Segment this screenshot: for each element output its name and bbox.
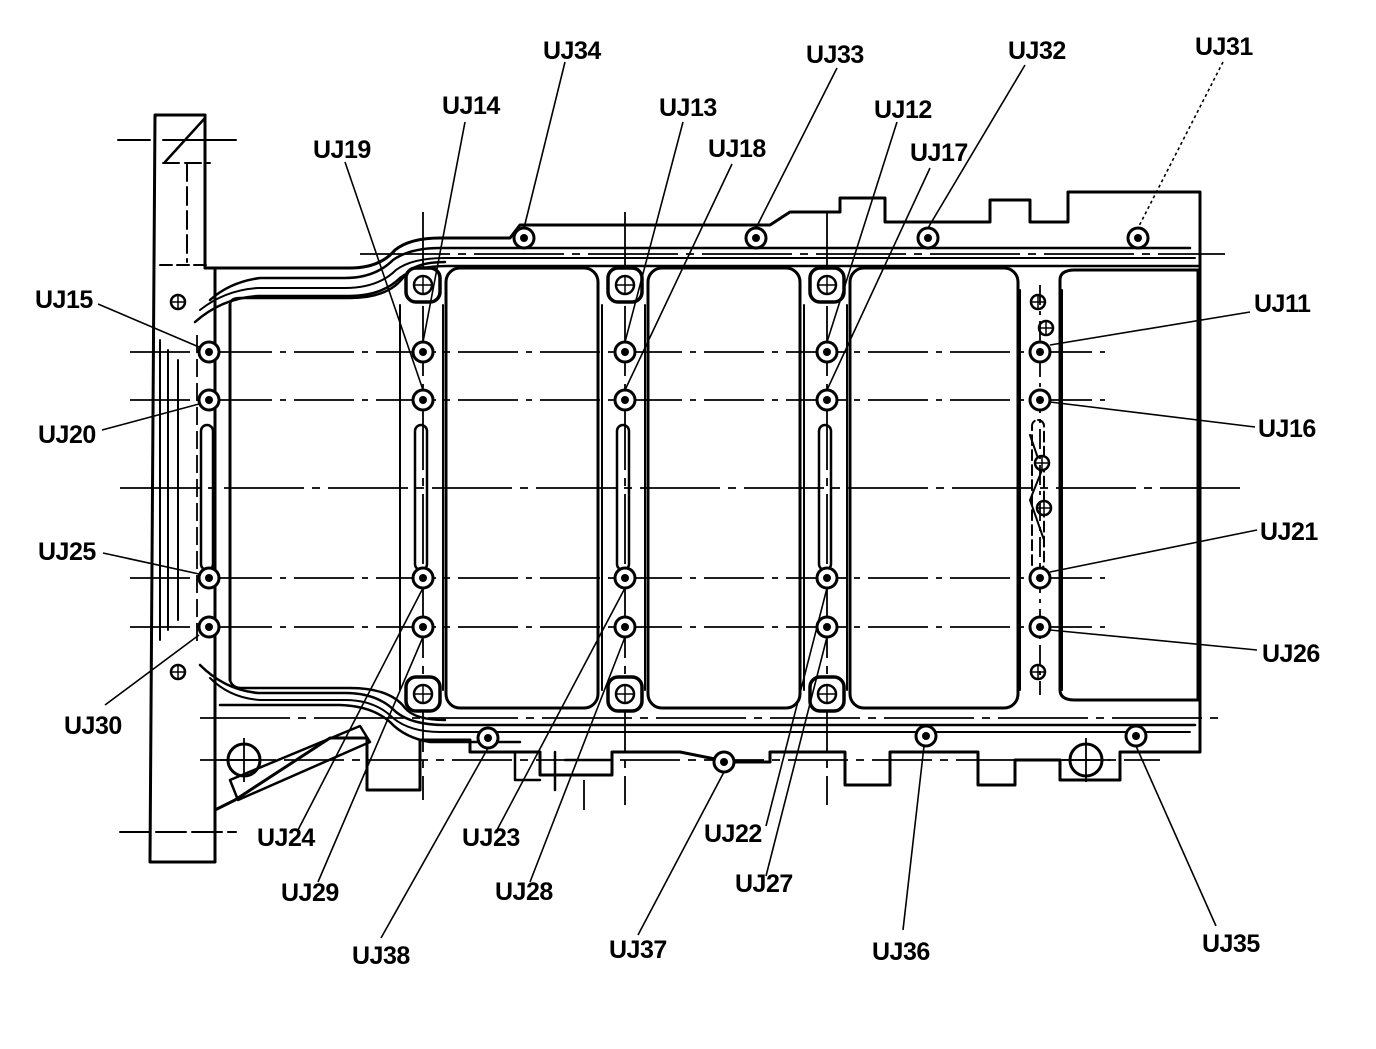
label-uj24: UJ24 bbox=[257, 824, 315, 852]
bolt-uj11 bbox=[1028, 340, 1052, 364]
label-uj15: UJ15 bbox=[35, 286, 93, 314]
label-uj34: UJ34 bbox=[543, 37, 601, 65]
bolt-uj27 bbox=[815, 615, 839, 639]
bolt-uj23 bbox=[613, 566, 637, 590]
bolt-uj32 bbox=[916, 226, 940, 250]
bolt-uj13 bbox=[613, 340, 637, 364]
bolt-uj18 bbox=[613, 388, 637, 412]
bolt-uj14 bbox=[411, 340, 435, 364]
bolt-uj34 bbox=[512, 226, 536, 250]
bolt-uj36 bbox=[914, 724, 938, 748]
bolt-uj16 bbox=[1028, 388, 1052, 412]
bolt-uj21 bbox=[1028, 566, 1052, 590]
label-uj28: UJ28 bbox=[495, 878, 553, 906]
dowel-holes bbox=[220, 266, 1110, 782]
bolt-uj26 bbox=[1028, 615, 1052, 639]
center-lines bbox=[120, 212, 1245, 810]
bolt-uj38 bbox=[476, 726, 500, 750]
label-uj38: UJ38 bbox=[352, 942, 410, 970]
label-uj17: UJ17 bbox=[910, 139, 968, 167]
label-uj20: UJ20 bbox=[38, 421, 96, 449]
bolt-uj17 bbox=[815, 388, 839, 412]
label-uj12: UJ12 bbox=[874, 96, 932, 124]
label-uj23: UJ23 bbox=[462, 824, 520, 852]
label-uj18: UJ18 bbox=[708, 135, 766, 163]
label-uj21: UJ21 bbox=[1260, 518, 1318, 546]
label-uj19: UJ19 bbox=[313, 136, 371, 164]
bolt-uj20 bbox=[197, 388, 221, 412]
bolt-uj31 bbox=[1126, 226, 1150, 250]
label-uj37: UJ37 bbox=[609, 936, 667, 964]
label-uj36: UJ36 bbox=[872, 938, 930, 966]
bolt-uj24 bbox=[411, 566, 435, 590]
bolt-uj19 bbox=[411, 388, 435, 412]
bolt-markers bbox=[197, 226, 1150, 774]
bolt-uj37 bbox=[712, 750, 736, 774]
bolt-uj25 bbox=[197, 566, 221, 590]
label-uj16: UJ16 bbox=[1258, 415, 1316, 443]
bolt-uj30 bbox=[197, 615, 221, 639]
label-uj29: UJ29 bbox=[281, 879, 339, 907]
label-uj14: UJ14 bbox=[442, 92, 500, 120]
label-uj27: UJ27 bbox=[735, 870, 793, 898]
lower-left-boss bbox=[220, 738, 268, 782]
bolt-uj22 bbox=[815, 566, 839, 590]
bolt-uj15 bbox=[197, 340, 221, 364]
label-uj26: UJ26 bbox=[1262, 640, 1320, 668]
label-uj25: UJ25 bbox=[38, 538, 96, 566]
label-uj13: UJ13 bbox=[659, 94, 717, 122]
lower-right-boss bbox=[1062, 738, 1110, 782]
bolt-uj29 bbox=[411, 615, 435, 639]
label-uj35: UJ35 bbox=[1202, 930, 1260, 958]
label-uj33: UJ33 bbox=[806, 41, 864, 69]
bolt-uj28 bbox=[613, 615, 637, 639]
label-uj11: UJ11 bbox=[1254, 290, 1311, 318]
callout-labels: UJ11 UJ12 UJ13 UJ14 UJ15 UJ16 UJ17 UJ18 … bbox=[35, 33, 1320, 970]
label-uj30: UJ30 bbox=[64, 712, 122, 740]
bolt-uj35 bbox=[1124, 724, 1148, 748]
bolt-uj33 bbox=[744, 226, 768, 250]
leader-lines bbox=[97, 61, 1258, 939]
label-uj32: UJ32 bbox=[1008, 37, 1066, 65]
housing-outline bbox=[117, 113, 1202, 864]
bolt-uj12 bbox=[815, 340, 839, 364]
label-uj22: UJ22 bbox=[704, 820, 762, 848]
label-uj31: UJ31 bbox=[1195, 33, 1253, 61]
